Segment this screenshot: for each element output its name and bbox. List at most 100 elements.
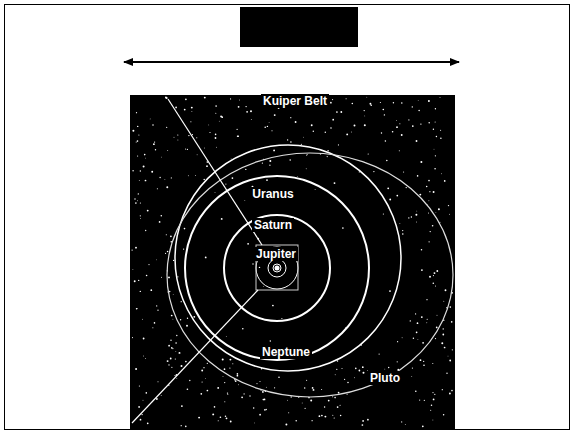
star-dot xyxy=(421,269,423,271)
star-dot xyxy=(157,310,158,311)
star-dot xyxy=(170,340,171,341)
star-dot xyxy=(428,100,430,102)
star-dot xyxy=(244,199,246,201)
star-dot xyxy=(145,157,147,159)
star-dot xyxy=(340,415,342,417)
star-dot xyxy=(136,141,137,142)
star-dot xyxy=(412,368,413,369)
star-dot xyxy=(152,327,153,328)
star-dot xyxy=(433,283,435,285)
star-dot xyxy=(145,230,146,231)
star-dot xyxy=(158,381,159,382)
star-dot xyxy=(149,118,151,120)
star-dot xyxy=(138,280,139,281)
star-dot xyxy=(166,234,167,235)
star-dot xyxy=(154,142,155,143)
star-dot xyxy=(183,248,184,249)
star-dot xyxy=(146,275,148,277)
star-dot xyxy=(417,322,419,324)
star-dot xyxy=(411,375,413,377)
star-dot xyxy=(327,156,328,157)
star-dot xyxy=(406,187,407,188)
star-dot xyxy=(138,193,139,194)
star-dot xyxy=(362,424,364,426)
star-dot xyxy=(181,301,182,302)
star-dot xyxy=(420,359,422,361)
star-dot xyxy=(427,319,428,320)
star-dot xyxy=(166,127,167,128)
star-dot xyxy=(436,314,438,316)
star-dot xyxy=(340,111,342,113)
star-dot xyxy=(433,399,435,401)
star-dot xyxy=(418,110,420,112)
star-dot xyxy=(330,102,332,104)
star-dot xyxy=(175,107,177,109)
star-dot xyxy=(256,383,257,384)
star-dot xyxy=(301,144,302,145)
star-dot xyxy=(416,221,418,223)
star-dot xyxy=(237,135,239,137)
star-dot xyxy=(225,416,227,418)
star-dot xyxy=(433,129,434,130)
star-dot xyxy=(380,102,381,103)
star-dot xyxy=(429,191,430,192)
star-dot xyxy=(259,267,260,268)
star-dot xyxy=(273,149,275,151)
star-dot xyxy=(386,160,388,162)
star-dot xyxy=(366,96,368,98)
star-dot xyxy=(312,387,314,389)
star-dot xyxy=(340,405,341,406)
star-dot xyxy=(136,308,138,310)
star-dot xyxy=(297,175,299,177)
star-dot xyxy=(157,188,158,189)
star-dot xyxy=(334,417,335,418)
planet-label: Saturn xyxy=(252,218,294,232)
star-dot xyxy=(419,194,421,196)
star-dot xyxy=(434,168,436,170)
star-dot xyxy=(305,168,307,170)
star-dot xyxy=(432,419,434,421)
star-dot xyxy=(136,308,138,310)
star-dot xyxy=(267,126,268,127)
star-dot xyxy=(344,379,345,380)
star-dot xyxy=(140,202,141,203)
star-dot xyxy=(416,140,418,142)
star-dot xyxy=(138,134,139,135)
star-dot xyxy=(266,179,268,181)
star-dot xyxy=(230,421,232,423)
planet-label: Neptune xyxy=(260,345,312,359)
star-dot xyxy=(303,136,305,138)
star-dot xyxy=(214,191,216,193)
star-dot xyxy=(262,285,264,287)
star-dot xyxy=(435,286,436,287)
star-dot xyxy=(397,361,398,362)
star-dot xyxy=(140,215,141,216)
star-dot xyxy=(332,99,333,100)
star-dot xyxy=(215,134,217,136)
star-dot xyxy=(396,126,398,128)
star-dot xyxy=(362,366,364,368)
star-dot xyxy=(354,125,356,127)
star-dot xyxy=(170,235,172,237)
star-dot xyxy=(304,387,305,388)
star-dot xyxy=(254,422,256,424)
star-dot xyxy=(187,175,189,177)
star-dot xyxy=(379,354,380,355)
star-dot xyxy=(166,97,168,99)
star-dot xyxy=(224,382,225,383)
star-dot xyxy=(423,364,425,366)
star-dot xyxy=(393,102,394,103)
star-dot xyxy=(179,352,181,354)
star-dot xyxy=(385,140,386,141)
star-dot xyxy=(237,373,239,375)
star-dot xyxy=(415,214,417,216)
star-dot xyxy=(448,205,449,206)
star-dot xyxy=(307,154,309,156)
star-dot xyxy=(403,172,404,173)
star-dot xyxy=(436,136,437,137)
star-dot xyxy=(429,276,431,278)
star-dot xyxy=(167,251,169,253)
star-dot xyxy=(237,129,238,130)
star-dot xyxy=(401,102,403,104)
star-dot xyxy=(140,291,141,292)
